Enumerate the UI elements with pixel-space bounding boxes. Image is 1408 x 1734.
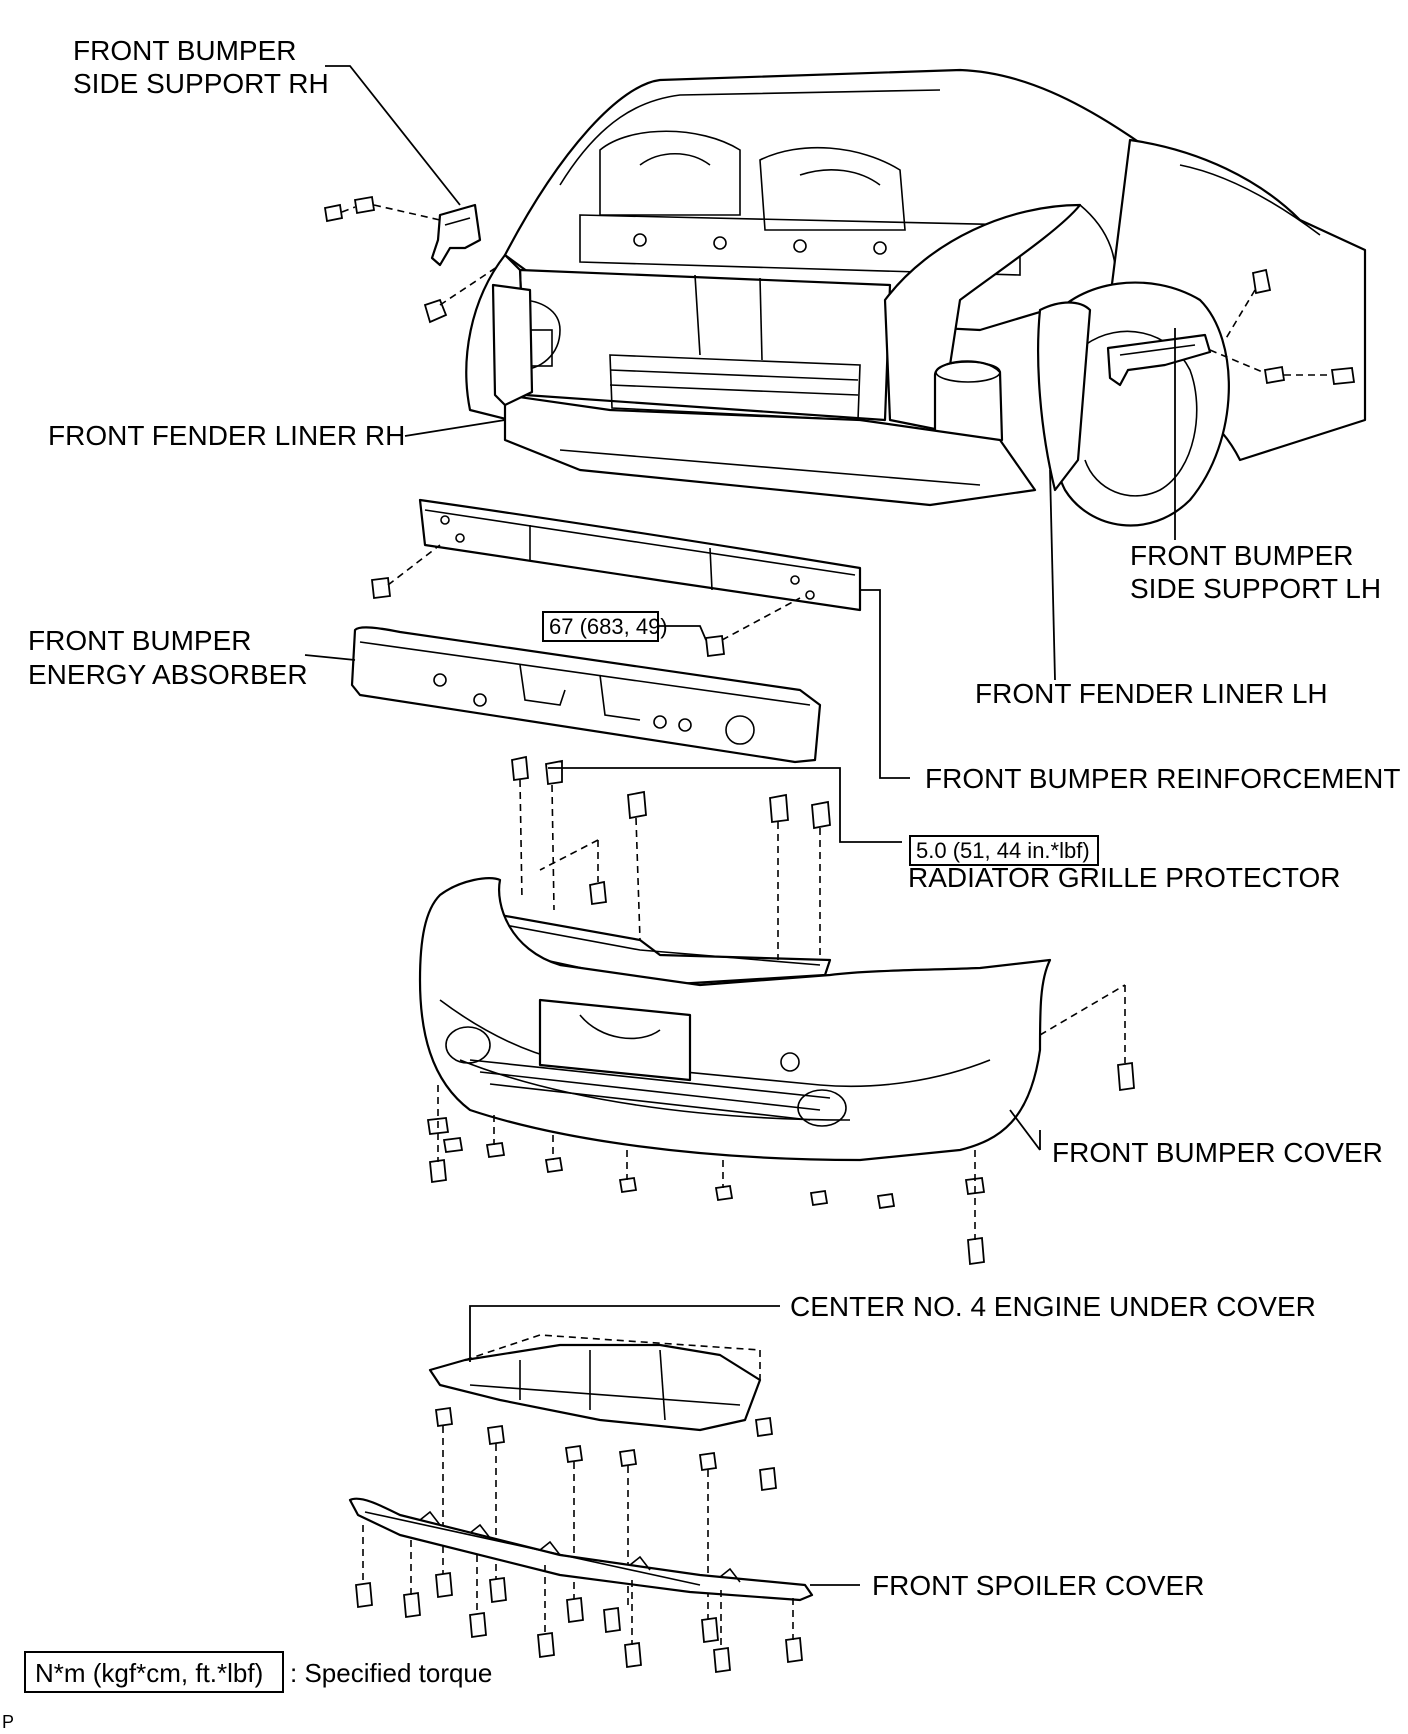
spoiler-cover	[348, 1497, 814, 1602]
label-side-support-lh-line2: SIDE SUPPORT LH	[1130, 573, 1381, 604]
label-engine-under-cover: CENTER NO. 4 ENGINE UNDER COVER	[790, 1291, 1316, 1322]
energy-absorber	[350, 626, 822, 764]
grille-protector-fasteners	[511, 755, 831, 960]
torque-value-grille-protector: 5.0 (51, 44 in.*lbf)	[916, 838, 1090, 863]
torque-callout-reinforcement: 67 (683, 49)	[542, 611, 668, 642]
torque-legend: N*m (kgf*cm, ft.*lbf) : Specified torque	[24, 1651, 492, 1693]
label-side-support-lh-line1: FRONT BUMPER	[1130, 540, 1354, 571]
side-support-rh-fasteners	[323, 195, 501, 324]
vehicle-front-body	[465, 68, 1367, 527]
legend-description: : Specified torque	[290, 1658, 492, 1688]
torque-callout-grille-protector: 5.0 (51, 44 in.*lbf)	[909, 835, 1099, 866]
bumper-reinforcement-fasteners	[371, 544, 801, 658]
label-fender-liner-rh: FRONT FENDER LINER RH	[48, 420, 405, 451]
label-spoiler-cover: FRONT SPOILER COVER	[872, 1570, 1204, 1601]
bumper-cover-fasteners	[426, 984, 1135, 1266]
spoiler-cover-fasteners	[355, 1525, 803, 1674]
side-support-lh-fasteners	[1209, 268, 1356, 385]
label-fender-liner-lh: FRONT FENDER LINER LH	[975, 678, 1328, 709]
bumper-reinforcement	[418, 498, 862, 612]
engine-under-cover	[428, 1334, 762, 1432]
label-energy-absorber-line2: ENERGY ABSORBER	[28, 659, 308, 690]
label-side-support-rh-line1: FRONT BUMPER	[73, 35, 297, 66]
side-support-rh	[430, 203, 482, 267]
leader-lines	[304, 65, 1176, 1586]
label-side-support-rh-line2: SIDE SUPPORT RH	[73, 68, 329, 99]
label-bumper-reinforcement: FRONT BUMPER REINFORCEMENT	[925, 763, 1401, 794]
engine-under-cover-fasteners	[434, 1406, 777, 1620]
corner-mark: P	[2, 1712, 14, 1732]
bumper-cover	[418, 877, 1052, 1162]
label-energy-absorber-line1: FRONT BUMPER	[28, 625, 252, 656]
label-radiator-grille-protector: RADIATOR GRILLE PROTECTOR	[908, 862, 1341, 893]
part-labels: FRONT BUMPER SIDE SUPPORT RH FRONT FENDE…	[28, 35, 1401, 1601]
legend-unit-text: N*m (kgf*cm, ft.*lbf)	[35, 1658, 263, 1688]
label-bumper-cover: FRONT BUMPER COVER	[1052, 1137, 1383, 1168]
side-support-lh	[1106, 333, 1212, 387]
torque-value-reinforcement: 67 (683, 49)	[549, 614, 668, 639]
